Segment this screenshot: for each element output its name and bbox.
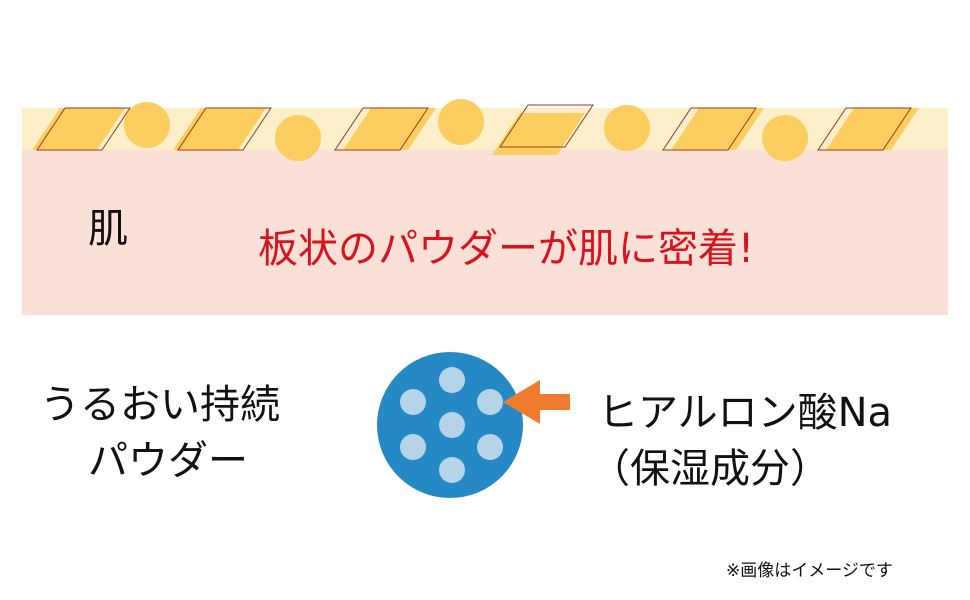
dot — [477, 434, 503, 460]
round-powder — [124, 102, 170, 148]
dot — [439, 367, 465, 393]
arrow-icon — [503, 380, 570, 424]
skin-layer — [22, 150, 948, 315]
image-note: ※画像はイメージです — [726, 561, 893, 581]
round-powder — [762, 115, 808, 161]
ingredient-label-line1: ヒアルロン酸Na — [598, 390, 893, 436]
plate-outline — [177, 107, 272, 151]
plate-powder — [173, 108, 266, 150]
plate-powder — [343, 108, 436, 150]
powder-label-line1: うるおい持続 — [40, 382, 280, 428]
plate-powder — [826, 108, 919, 150]
round-powder — [438, 99, 484, 145]
plate-outline — [334, 107, 429, 151]
powder-particles — [32, 99, 919, 161]
round-powder — [604, 105, 650, 151]
hyaluronic-dots — [400, 367, 503, 483]
dot — [439, 457, 465, 483]
dot — [477, 389, 503, 415]
plate-outline — [817, 107, 912, 151]
round-powder — [275, 115, 321, 161]
dot — [400, 434, 426, 460]
dot — [439, 412, 465, 438]
plate-powder — [32, 108, 125, 150]
ingredient-label-line2: （保湿成分） — [590, 446, 830, 492]
powder-label-line2: パウダー — [88, 438, 248, 484]
plate-outline — [662, 107, 757, 151]
skin-label: 肌 — [88, 206, 128, 252]
plate-outline — [36, 107, 131, 151]
plate-powder — [671, 108, 764, 150]
plate-outline — [499, 104, 594, 148]
dot — [400, 389, 426, 415]
headline: 板状のパウダーが肌に密着! — [258, 226, 755, 272]
